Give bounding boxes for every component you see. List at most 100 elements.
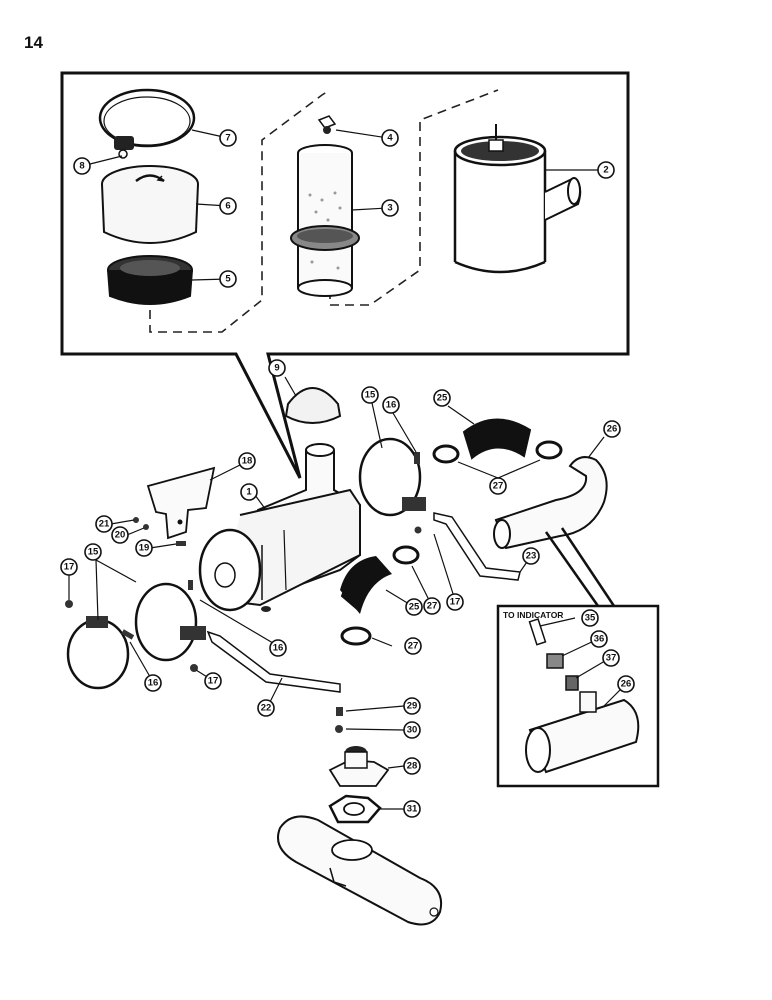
gasket-part [328,794,382,824]
callout-17-middle: 17 [204,672,222,690]
svg-text:31: 31 [407,804,418,815]
callout-26-upper: 26 [603,420,621,438]
air-cleaner-body-part [453,124,582,274]
inset-frame [60,71,630,479]
indicator-pipe-part [528,618,547,646]
callout-16-middle: 16 [269,639,287,657]
callout-18: 18 [238,452,256,470]
svg-text:6: 6 [225,201,230,212]
svg-text:17: 17 [208,676,219,687]
callout-31: 31 [403,800,421,818]
indicator-inset-title: TO INDICATOR [503,610,563,620]
cup-seal-part [107,255,193,305]
callout-3: 3 [381,199,399,217]
svg-text:23: 23 [526,551,537,562]
svg-text:16: 16 [148,678,159,689]
svg-text:17: 17 [450,597,461,608]
callout-4: 4 [381,129,399,147]
svg-text:28: 28 [407,761,418,772]
callout-15-upper: 15 [361,386,379,404]
indicator-tube-part [525,691,640,774]
hose-clamp-right-part [535,440,563,460]
svg-text:19: 19 [139,543,150,554]
svg-text:5: 5 [225,274,231,285]
svg-text:7: 7 [225,133,230,144]
svg-text:26: 26 [621,679,632,690]
svg-text:4: 4 [387,133,393,144]
callout-26-inset: 26 [617,675,635,693]
svg-text:26: 26 [607,424,618,435]
svg-text:29: 29 [407,701,418,712]
rain-cap-part [284,387,342,424]
callout-21: 21 [95,515,113,533]
svg-text:16: 16 [273,643,284,654]
callout-19: 19 [135,539,153,557]
lower-hose-clamp-upper-part [392,545,420,565]
callout-8: 8 [73,157,91,175]
adapter-flange-part [328,746,390,787]
svg-text:30: 30 [407,725,418,736]
callout-22: 22 [257,699,275,717]
lower-mounting-band-left-part [66,616,130,690]
svg-text:15: 15 [88,547,99,558]
lower-elbow-hose-part [340,556,392,614]
callout-20: 20 [111,526,129,544]
callout-17-upper: 17 [446,593,464,611]
lower-mounting-band-part [134,582,206,662]
callout-16-lower: 16 [144,674,162,692]
intake-manifold-part [277,815,442,926]
indicator-fitting-part [546,653,564,669]
dashed-divider-left [149,89,331,333]
svg-text:35: 35 [585,613,596,624]
upper-elbow-hose-part [462,418,532,460]
callout-27-upper: 27 [489,477,507,495]
lower-hose-clamp-lower-part [340,626,372,646]
svg-text:16: 16 [386,400,397,411]
svg-text:20: 20 [115,530,126,541]
svg-text:21: 21 [99,519,110,530]
callout-23: 23 [522,547,540,565]
callout-16-upper: 16 [382,396,400,414]
callout-7: 7 [219,129,237,147]
svg-text:25: 25 [409,602,420,613]
indicator-inset-pointer [544,527,616,607]
air-cleaner-assembly-part [198,443,361,612]
svg-text:17: 17 [64,562,75,573]
svg-text:1: 1 [246,487,252,498]
callout-25-lower: 25 [405,598,423,616]
brace-rod-lower-part [206,630,341,693]
callout-30: 30 [403,721,421,739]
hose-clamp-left-part [432,444,460,464]
wing-nut-part [317,115,337,134]
callout-2: 2 [597,161,615,179]
callout-27-middle: 27 [423,597,441,615]
svg-text:27: 27 [427,601,438,612]
svg-text:27: 27 [408,641,419,652]
callout-36: 36 [590,630,608,648]
callout-15-lower: 15 [84,543,102,561]
callout-5: 5 [219,270,237,288]
callout-29: 29 [403,697,421,715]
filter-element-part [290,144,360,297]
brace-rod-upper-part [433,512,521,581]
intake-tube-part [493,456,608,550]
svg-text:36: 36 [594,634,605,645]
clamp-band-part [98,88,196,150]
svg-text:2: 2 [603,165,608,176]
upper-bolt-part [414,452,420,464]
svg-text:27: 27 [493,481,504,492]
callout-28: 28 [403,757,421,775]
svg-text:22: 22 [261,703,272,714]
bracket-shield-part [146,466,216,540]
callout-27-lower: 27 [404,637,422,655]
svg-text:9: 9 [274,363,279,374]
svg-text:18: 18 [242,456,253,467]
upper-mounting-band-part [358,437,426,517]
svg-text:25: 25 [437,393,448,404]
callout-37: 37 [602,649,620,667]
callout-25-upper: 25 [433,389,451,407]
callout-6: 6 [219,197,237,215]
svg-text:15: 15 [365,390,376,401]
dashed-divider-right [329,89,499,306]
